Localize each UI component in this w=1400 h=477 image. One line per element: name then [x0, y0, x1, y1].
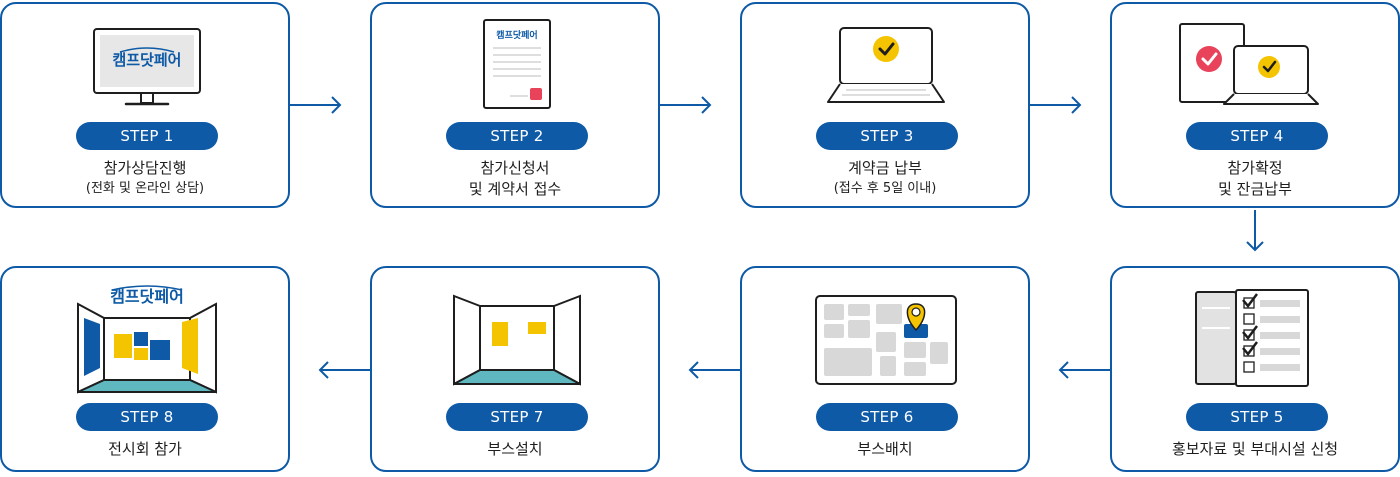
step-badge: STEP 7: [446, 403, 588, 431]
monitor-icon: 캠프닷페어: [93, 28, 201, 106]
arrow-right-icon: [660, 96, 712, 114]
step-4-card: STEP 4 참가확정 및 잔금납부: [1110, 2, 1400, 208]
step-title: 전시회 참가: [108, 440, 182, 458]
step-8-card: 캠프닷페어 STEP 8 전시회 참가: [0, 266, 290, 472]
logo-text: 캠프닷페어: [496, 29, 537, 40]
step-title: 홍보자료 및 부대시설 신청: [1171, 440, 1339, 458]
arrow-down-icon: [1246, 210, 1264, 252]
arrow-left-icon: [688, 361, 740, 379]
step-badge: STEP 1: [76, 122, 218, 150]
step-title: 참가상담진행: [103, 159, 187, 177]
step-title: 참가신청서: [480, 159, 550, 177]
step-badge: STEP 3: [816, 122, 958, 150]
step-title: 부스설치: [487, 440, 543, 458]
step-title: 참가확정: [1227, 159, 1283, 177]
step-badge: STEP 4: [1186, 122, 1328, 150]
step-badge: STEP 6: [816, 403, 958, 431]
checklist-icon: [1195, 289, 1309, 387]
logo-text: 캠프닷페어: [112, 51, 181, 69]
step-3-card: STEP 3 계약금 납부 (접수 후 5일 이내): [740, 2, 1030, 208]
arrow-left-icon: [318, 361, 370, 379]
step-badge: STEP 2: [446, 122, 588, 150]
arrow-right-icon: [1030, 96, 1082, 114]
step-badge: STEP 5: [1186, 403, 1328, 431]
step-subtitle: 및 잔금납부: [1218, 180, 1292, 198]
step-subtitle: (전화 및 온라인 상담): [85, 181, 205, 196]
exhibition-icon: 캠프닷페어: [77, 285, 217, 394]
confirm-icon: [1179, 23, 1319, 105]
step-1-card: 캠프닷페어 STEP 1 참가상담진행 (전화 및 온라인 상담): [0, 2, 290, 208]
step-7-card: STEP 7 부스설치: [370, 266, 660, 472]
step-subtitle: (접수 후 5일 이내): [833, 181, 937, 196]
step-badge: STEP 8: [76, 403, 218, 431]
logo-text: 캠프닷페어: [110, 287, 184, 306]
laptop-check-icon: [827, 27, 945, 103]
document-icon: 캠프닷페어: [483, 19, 551, 109]
step-6-card: STEP 6 부스배치: [740, 266, 1030, 472]
arrow-left-icon: [1058, 361, 1110, 379]
step-title: 부스배치: [857, 440, 913, 458]
step-5-card: STEP 5 홍보자료 및 부대시설 신청: [1110, 266, 1400, 472]
step-title: 계약금 납부: [848, 159, 922, 177]
booth-icon: [453, 294, 581, 386]
map-pin-icon: [815, 295, 957, 385]
arrow-right-icon: [290, 96, 342, 114]
step-subtitle: 및 계약서 접수: [468, 180, 562, 198]
step-2-card: 캠프닷페어 STEP 2 참가신청서 및 계약서 접수: [370, 2, 660, 208]
